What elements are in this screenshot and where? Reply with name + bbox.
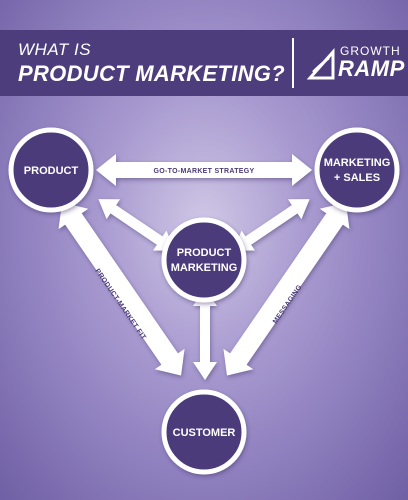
arrow-product-marketing-to-customer [193,288,217,380]
arrows [58,154,350,380]
node-marketing-sales: MARKETING + SALES [314,127,400,213]
header-title-line1: WHAT IS [18,40,92,59]
arrow-marketing-to-product-marketing [233,199,310,251]
header-banner: WHAT IS PRODUCT MARKETING? GROWTH RAMP [0,30,408,96]
arrow-product-market-fit [58,202,185,376]
sail-icon [307,48,335,80]
arrow-product-to-product-marketing [98,199,175,251]
node-product-marketing: PRODUCT MARKETING [161,217,247,303]
node-label-customer: CUSTOMER [173,427,236,439]
arrow-messaging [223,202,350,376]
header-title-line2: PRODUCT MARKETING? [18,61,285,86]
arrow-go-to-market [96,154,312,186]
node-label-product-marketing-1: PRODUCT [177,247,232,259]
growthramp-logo: GROWTH RAMP [307,42,404,86]
node-label-marketing: MARKETING [324,157,391,169]
node-label-product: PRODUCT [24,165,79,177]
edge-label-go-to-market: GO-TO-MARKET STRATEGY [154,168,255,175]
logo-text-growth: GROWTH [340,44,401,58]
node-product: PRODUCT [8,127,94,213]
node-customer: CUSTOMER [161,389,247,475]
logo-text-ramp: RAMP [338,56,405,81]
node-label-product-marketing-2: MARKETING [171,262,238,274]
header-divider [292,38,294,88]
node-label-sales: + SALES [334,172,380,184]
